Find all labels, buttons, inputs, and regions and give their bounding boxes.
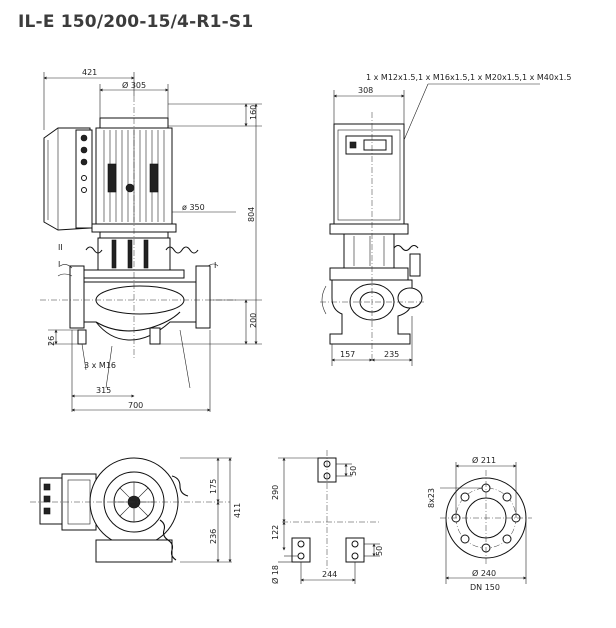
page-title: IL-E 150/200-15/4-R1-S1 <box>18 12 254 32</box>
dim-175: 175 <box>209 479 218 494</box>
dim-dn150: DN 150 <box>470 583 500 592</box>
dim-200: 200 <box>249 313 258 328</box>
dim-350: ø 350 <box>182 203 205 212</box>
dim-235: 235 <box>384 350 399 359</box>
dim-700: 700 <box>128 401 143 410</box>
dim-18: Ø 18 <box>270 565 280 584</box>
dim-308: 308 <box>358 86 373 95</box>
top-view: 175 411 236 <box>30 457 242 563</box>
front-view: 421 Ø 305 160 804 200 ø 350 26 3 x M16 3… <box>40 68 262 412</box>
dim-421: 421 <box>82 68 97 77</box>
dim-290: 290 <box>271 485 280 500</box>
dim-804: 804 <box>247 207 256 222</box>
side-view: 308 1 x M12x1.5,1 x M16x1.5,1 x M20x1.5,… <box>320 73 571 366</box>
terminal-box <box>43 127 93 231</box>
label-ii: II <box>58 243 63 252</box>
dim-315: 315 <box>96 386 111 395</box>
dim-411: 411 <box>233 503 242 518</box>
label-i-right: I <box>214 261 216 270</box>
dim-160: 160 <box>249 105 258 120</box>
lantern <box>83 237 199 279</box>
foot-plan: 50 50 290 122 Ø 18 244 <box>270 450 384 584</box>
dim-122: 122 <box>271 525 280 540</box>
label-i: I <box>58 260 60 269</box>
dim-26: 26 <box>47 336 56 346</box>
flange-view: Ø 211 8x23 Ø 240 DN 150 <box>427 455 532 592</box>
dim-240: Ø 240 <box>472 568 496 578</box>
dim-305: Ø 305 <box>122 80 146 90</box>
dim-211: Ø 211 <box>472 455 496 465</box>
dim-157: 157 <box>340 350 355 359</box>
cable-glands: 1 x M12x1.5,1 x M16x1.5,1 x M20x1.5,1 x … <box>366 73 571 82</box>
dim-3xm16: 3 x M16 <box>84 361 116 370</box>
dim-244: 244 <box>322 570 337 579</box>
dim-50-top: 50 <box>349 466 358 476</box>
dim-236: 236 <box>209 529 218 544</box>
dim-50-bottom: 50 <box>375 546 384 556</box>
dim-8x23: 8x23 <box>427 488 436 508</box>
